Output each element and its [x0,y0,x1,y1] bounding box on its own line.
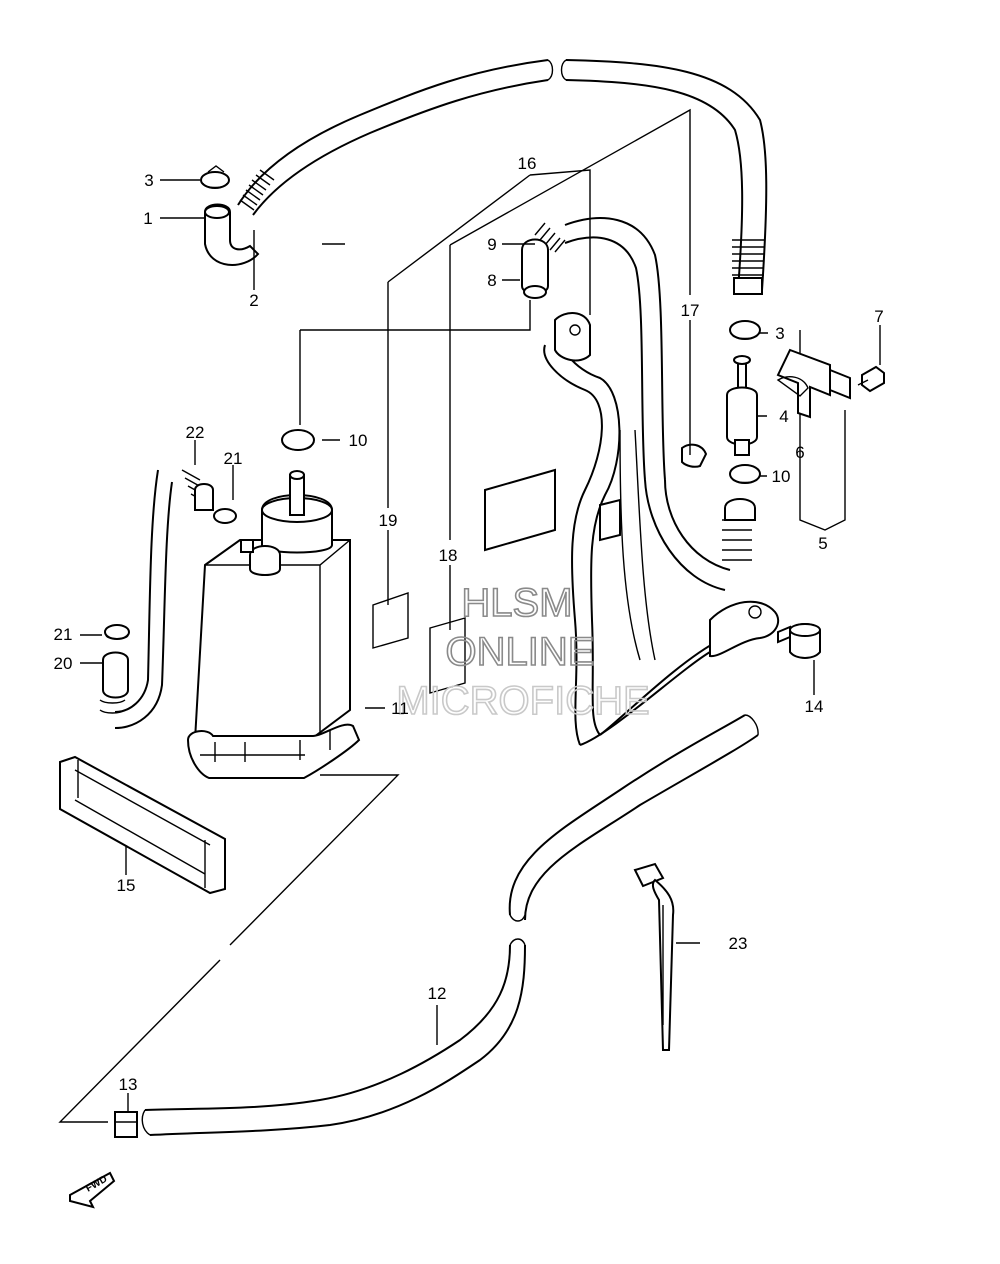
leader-lines [80,108,881,1112]
bolt-7 [857,365,885,393]
pipe-assembly [484,312,780,746]
check-valve-4 [726,355,758,456]
watermark-line-1: HLSM [461,581,572,625]
part-label-21: 21 [224,449,243,468]
part-label-13: 13 [119,1075,138,1094]
part-label-3: 3 [144,171,153,190]
part-label-22: 22 [186,423,205,442]
part-label-11: 11 [391,699,409,718]
part-label-2: 2 [249,291,258,310]
part-label-23: 23 [729,934,748,953]
strap-15 [59,755,226,895]
part-label-5: 5 [818,534,827,553]
fwd-arrow-icon: FWD [69,1171,116,1209]
part-label-18: 18 [439,546,458,565]
part-label-16: 16 [518,154,537,173]
watermark: HLSM ONLINE MICROFICHE [396,580,651,724]
part-label-10: 10 [772,467,791,486]
hose-20 [99,469,214,729]
clamp-21-bottom [104,624,130,640]
leader-canister [58,774,400,1123]
part-label-21: 21 [54,625,73,644]
elbow-fitting-1 [204,203,260,266]
bracket-6 [776,348,851,419]
canister-11 [186,470,361,779]
label-plate-19 [372,592,409,649]
clamp-13 [114,1111,138,1138]
part-label-12: 12 [428,984,447,1003]
part-label-1: 1 [143,209,152,228]
clamp-3-left [200,165,230,189]
part-label-6: 6 [795,443,804,462]
cable-tie-23 [633,862,675,1051]
part-label-17: 17 [681,301,700,320]
clamp-10-left [281,429,315,451]
watermark-line-3: MICROFICHE [396,679,649,723]
bolt-14 [777,623,821,659]
hose-17 [644,443,756,591]
part-label-15: 15 [117,876,136,895]
part-label-8: 8 [487,271,496,290]
part-label-3: 3 [775,324,784,343]
plate-18 [429,617,466,694]
clamp-3-right [729,320,761,340]
clamp-10-right [729,464,761,484]
part-label-20: 20 [54,654,73,673]
part-label-14: 14 [805,697,824,716]
part-label-10: 10 [349,431,368,450]
part-labels: 1 2 3 3 4 5 6 7 8 9 10 10 11 12 13 14 15… [54,154,884,1094]
hose-9 [521,217,666,481]
hose-2 [237,59,768,295]
part-label-19: 19 [379,511,398,530]
clamp-21-top [213,508,237,524]
part-label-9: 9 [487,235,496,254]
hose-12 [141,714,759,1136]
watermark-line-2: ONLINE [446,630,595,674]
part-label-4: 4 [779,407,788,426]
part-label-7: 7 [874,307,883,326]
